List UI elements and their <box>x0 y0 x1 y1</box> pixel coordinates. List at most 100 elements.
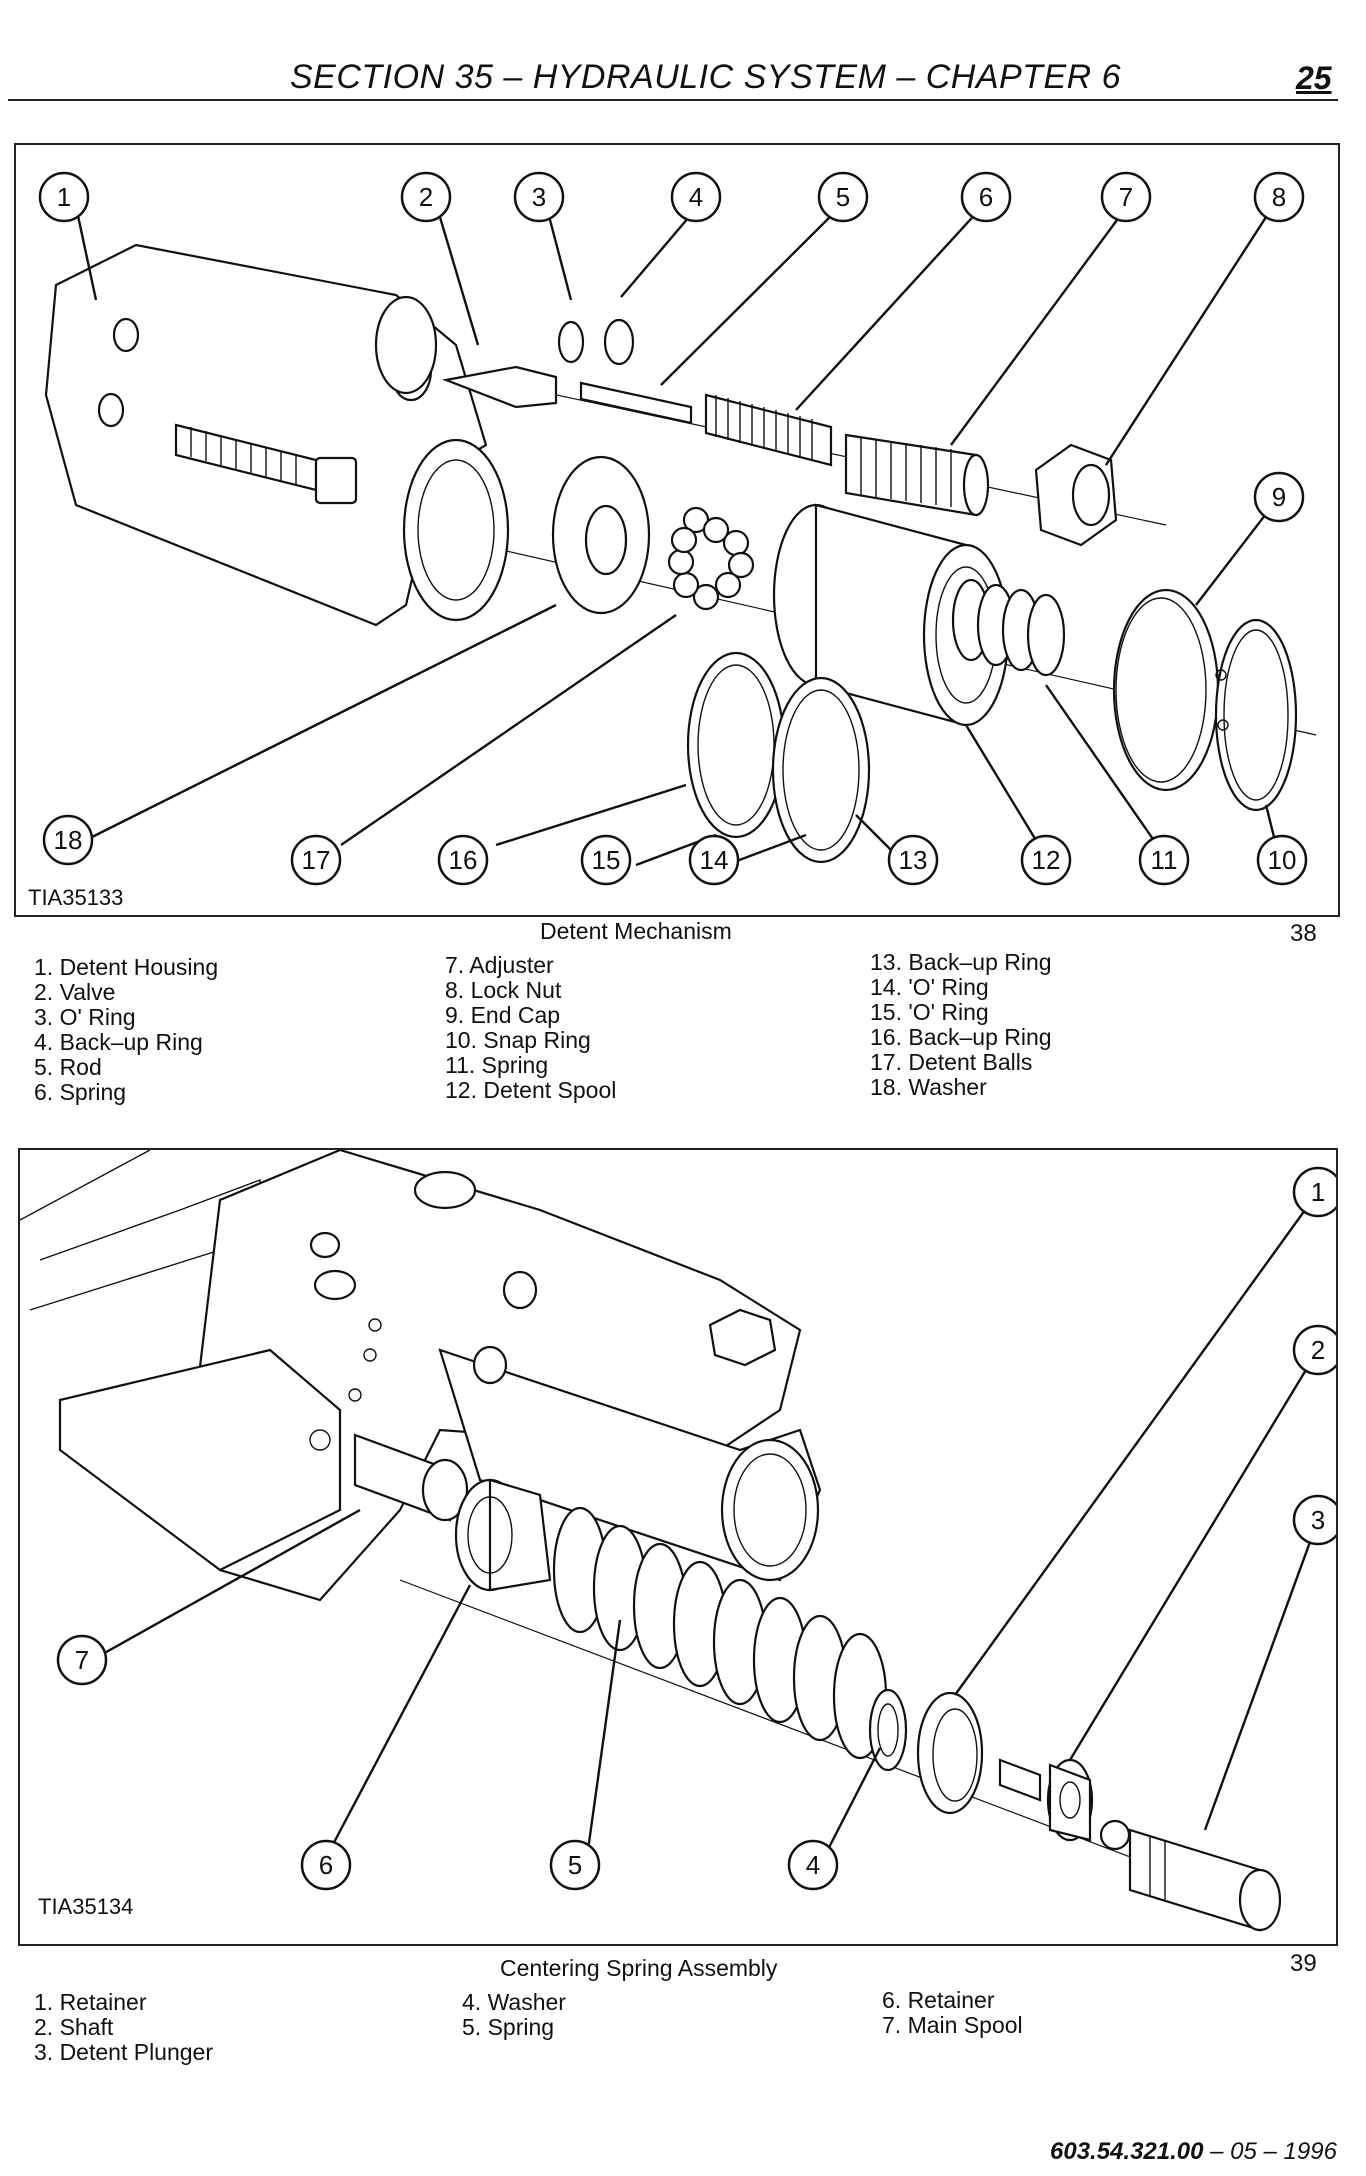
axis-line <box>399 1579 1271 1911</box>
back-up-ring-part <box>603 318 635 366</box>
legend-item: 9. End Cap <box>445 1002 561 1028</box>
leader-c2 <box>1068 1349 1320 1761</box>
callout-1: 1 <box>1292 1166 1336 1218</box>
document-footer: 603.54.321.00 – 05 – 1996 <box>1050 2138 1337 2166</box>
svg-text:18: 18 <box>54 825 83 855</box>
callout-17: 17 <box>290 834 342 886</box>
leader-17 <box>340 614 677 846</box>
detent-spool-part <box>772 503 1010 727</box>
spring-5-part <box>552 1506 888 1760</box>
legend-item: 3. Detent Plunger <box>34 2039 214 2065</box>
legend-item: 3. O' Ring <box>34 1004 136 1030</box>
callout-2: 2 <box>1292 1324 1336 1376</box>
svg-text:7: 7 <box>1119 182 1133 212</box>
shaft-part <box>998 1758 1094 1842</box>
legend-item: 2. Shaft <box>34 2014 114 2040</box>
page-number: 25 <box>1296 60 1332 96</box>
legend-column: 4. Washer 5. Spring <box>462 1990 566 2040</box>
legend-item: 5. Rod <box>34 1054 102 1080</box>
o-ring-part <box>557 320 585 364</box>
legend-item: 8. Lock Nut <box>445 977 562 1003</box>
figure-number: 39 <box>1290 1950 1317 1977</box>
svg-text:6: 6 <box>319 1850 333 1880</box>
callout-4: 4 <box>787 1839 839 1891</box>
leader-c7 <box>91 1508 361 1662</box>
leader-c1 <box>954 1191 1319 1696</box>
callout-15: 15 <box>580 834 632 886</box>
svg-text:1: 1 <box>57 182 71 212</box>
leader-8 <box>1104 196 1281 466</box>
retainer-1-part <box>916 1691 984 1815</box>
legend-item: 18. Washer <box>870 1074 987 1100</box>
leader-16 <box>495 783 687 847</box>
snap-ring-part <box>1214 618 1298 812</box>
legend-item: 2. Valve <box>34 979 116 1005</box>
header-rule <box>8 99 1338 101</box>
end-cap-part <box>1112 588 1220 792</box>
callout-14: 14 <box>688 834 740 886</box>
svg-text:6: 6 <box>979 182 993 212</box>
callout-5: 5 <box>549 1839 601 1891</box>
svg-text:15: 15 <box>592 845 621 875</box>
legend-item: 12. Detent Spool <box>445 1077 617 1103</box>
svg-text:12: 12 <box>1032 845 1061 875</box>
rings-part <box>686 651 871 864</box>
callout-6: 6 <box>960 171 1012 223</box>
washer-part <box>551 455 651 615</box>
callout-5: 5 <box>817 171 869 223</box>
leader-18 <box>85 603 557 842</box>
svg-text:2: 2 <box>1311 1335 1325 1365</box>
retainer-6-part <box>454 1478 552 1592</box>
callout-11: 11 <box>1138 834 1190 886</box>
callout-3: 3 <box>1292 1494 1336 1546</box>
detent-plunger-part <box>1099 1819 1282 1932</box>
svg-text:4: 4 <box>689 182 703 212</box>
svg-text:8: 8 <box>1272 182 1286 212</box>
svg-text:13: 13 <box>899 845 928 875</box>
legend-item: 16. Back–up Ring <box>870 1024 1052 1050</box>
figure-code: TIA35133 <box>28 885 124 910</box>
callout-12: 12 <box>1020 834 1072 886</box>
callout-4: 4 <box>670 171 722 223</box>
svg-text:4: 4 <box>806 1850 820 1880</box>
rod-part <box>579 381 693 425</box>
leader-5 <box>660 196 851 386</box>
callout-18: 18 <box>42 814 94 866</box>
callout-16: 16 <box>437 834 489 886</box>
figure-number: 38 <box>1290 920 1317 947</box>
callout-10: 10 <box>1256 834 1308 886</box>
valve-part <box>441 365 558 409</box>
detent-balls-part <box>667 506 755 611</box>
svg-text:9: 9 <box>1272 482 1286 512</box>
leader-7 <box>950 196 1135 446</box>
legend-item: 7. Adjuster <box>445 952 554 978</box>
callout-6: 6 <box>300 1839 352 1891</box>
svg-text:5: 5 <box>568 1850 582 1880</box>
legend-item: 17. Detent Balls <box>870 1049 1033 1075</box>
figure-caption: Centering Spring Assembly <box>500 1955 778 1981</box>
main-spool-part <box>20 1150 822 1602</box>
legend-item: 6. Retainer <box>882 1987 995 2013</box>
spring-part <box>704 393 833 467</box>
spring-11-part <box>951 578 1066 677</box>
figure-caption: Detent Mechanism <box>540 918 732 944</box>
svg-text:10: 10 <box>1268 845 1297 875</box>
legend-column: 7. Adjuster 8. Lock Nut 9. End Cap 10. S… <box>445 953 616 1103</box>
leader-2 <box>432 196 480 346</box>
legend-item: 1. Detent Housing <box>34 954 219 980</box>
section-title: SECTION 35 – HYDRAULIC SYSTEM – CHAPTER … <box>290 58 1122 96</box>
figure-code: TIA35134 <box>38 1894 134 1919</box>
callout-1: 1 <box>38 171 90 223</box>
svg-text:17: 17 <box>302 845 331 875</box>
detent-mechanism-drawing <box>44 196 1317 867</box>
centering-spring-drawing <box>20 1150 1320 1932</box>
document-code: 603.54.321.00 <box>1050 2138 1204 2165</box>
svg-text:3: 3 <box>1311 1505 1325 1535</box>
legend-column: 1. Detent Housing 2. Valve 3. O' Ring 4.… <box>34 955 218 1105</box>
svg-text:2: 2 <box>419 182 433 212</box>
svg-text:3: 3 <box>532 182 546 212</box>
leader-c5 <box>586 1619 622 1851</box>
legend-item: 6. Spring <box>34 1079 127 1105</box>
leader-6 <box>795 196 992 411</box>
legend-column: 6. Retainer 7. Main Spool <box>882 1988 1023 2038</box>
